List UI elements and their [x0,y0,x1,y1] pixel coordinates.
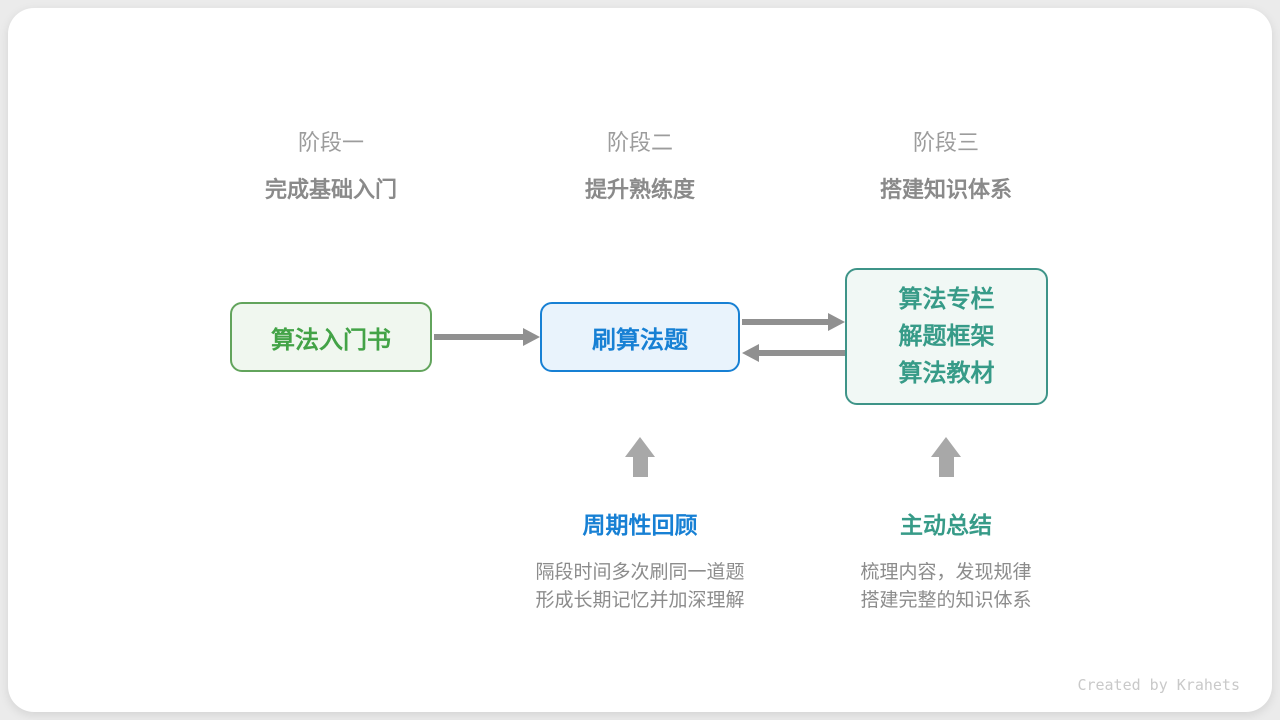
stage-3-title: 搭建知识体系 [879,177,1012,202]
arrow-up-stem [938,457,954,477]
annotation-description: 隔段时间多次刷同一道题 形成长期记忆并加深理解 [480,559,800,615]
stage-header-3: 阶段三 搭建知识体系 [816,131,1076,203]
arrow-head-right [828,313,845,331]
annotation-periodic-review: 周期性回顾 隔段时间多次刷同一道题 形成长期记忆并加深理解 [480,512,800,615]
node-intro-book-label: 算法入门书 [271,326,391,354]
node-practice-problems: 刷算法题 [540,302,740,372]
arrow-up-icon [625,437,655,477]
node-intro-book: 算法入门书 [230,302,432,372]
stage-header-2: 阶段二 提升熟练度 [510,131,770,203]
annotation-desc-line-2: 形成长期记忆并加深理解 [535,590,745,611]
arrow-head-left [742,344,759,362]
stage-1-title: 完成基础入门 [264,177,397,202]
arrow-shaft [434,334,523,340]
annotation-desc-line-1: 梳理内容，发现规律 [860,562,1032,583]
annotation-desc-line-2: 搭建完整的知识体系 [860,590,1032,611]
annotation-title: 周期性回顾 [582,512,698,538]
arrow-shaft [742,319,828,325]
node-resource-line-1: 算法专栏 [898,286,995,313]
arrow-up-stem [632,457,648,477]
arrow-left-icon [742,344,845,362]
arrow-shaft [759,350,845,356]
annotation-description: 梳理内容，发现规律 搭建完整的知识体系 [786,559,1106,615]
credit-text: Created by Krahets [1077,676,1240,694]
arrow-up-icon [931,437,961,477]
arrow-right-icon [742,313,845,331]
stage-header-1: 阶段一 完成基础入门 [201,131,461,203]
node-resource-line-2: 解题框架 [898,323,995,350]
node-resource-line-3: 算法教材 [898,360,995,387]
annotation-title: 主动总结 [900,512,992,538]
node-knowledge-resources: 算法专栏 解题框架 算法教材 [845,268,1048,405]
arrow-up-head [931,437,961,457]
arrow-right-icon [434,328,540,346]
stage-2-title: 提升熟练度 [584,177,695,202]
stage-2-label: 阶段二 [606,130,673,155]
node-practice-problems-label: 刷算法题 [592,326,688,354]
arrow-up-head [625,437,655,457]
stage-1-label: 阶段一 [297,130,364,155]
arrow-head-right [523,328,540,346]
stage-3-label: 阶段三 [912,130,979,155]
annotation-active-summary: 主动总结 梳理内容，发现规律 搭建完整的知识体系 [786,512,1106,615]
annotation-desc-line-1: 隔段时间多次刷同一道题 [535,562,745,583]
